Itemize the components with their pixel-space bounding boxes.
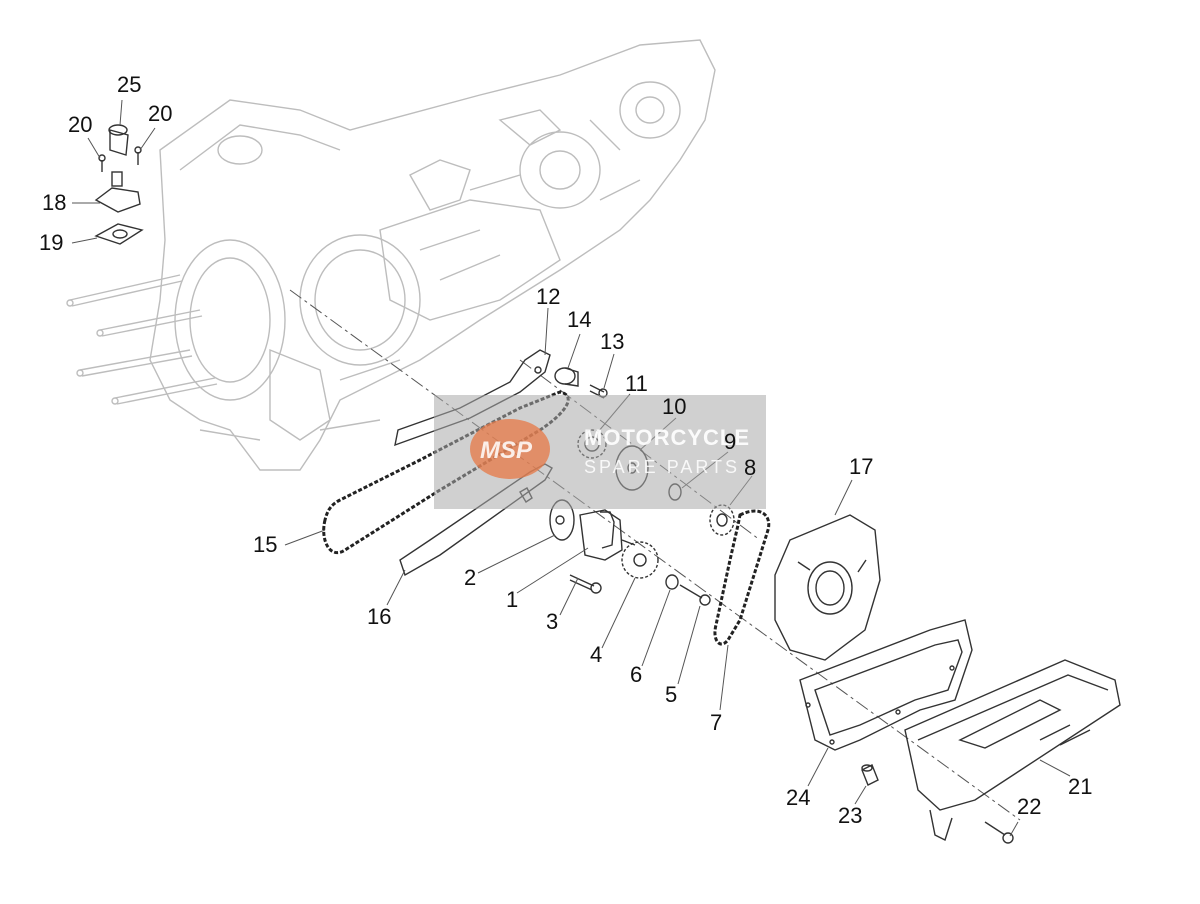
watermark-logo bbox=[470, 419, 550, 479]
watermark-title: MOTORCYCLE bbox=[584, 425, 751, 450]
part-label-5: 5 bbox=[665, 682, 678, 707]
part-label-6: 6 bbox=[630, 662, 643, 687]
assembly-axis-lines bbox=[289, 289, 1021, 821]
part-label-21: 21 bbox=[1068, 774, 1093, 799]
watermark-logo-text: MSP bbox=[480, 437, 533, 464]
part-label-24: 24 bbox=[786, 785, 811, 810]
part-label-25: 25 bbox=[117, 72, 142, 97]
watermark-subtitle: SPARE PARTS bbox=[584, 457, 741, 477]
part-label-1: 1 bbox=[506, 587, 519, 612]
part-label-20-left: 20 bbox=[68, 112, 93, 137]
part-label-23: 23 bbox=[838, 803, 863, 828]
crankshaft-sprocket bbox=[709, 504, 735, 536]
part-label-22: 22 bbox=[1017, 794, 1042, 819]
part-label-8: 8 bbox=[744, 455, 757, 480]
part-label-3: 3 bbox=[546, 609, 559, 634]
oil-sump bbox=[904, 659, 1121, 841]
oil-pump-chain bbox=[713, 509, 771, 646]
part-label-18: 18 bbox=[42, 190, 67, 215]
part-label-14: 14 bbox=[567, 307, 592, 332]
part-label-20-right: 20 bbox=[148, 101, 173, 126]
part-label-15: 15 bbox=[253, 532, 278, 557]
oil-pump bbox=[549, 499, 636, 561]
part-label-11: 11 bbox=[625, 371, 648, 396]
watermark: MSP MOTORCYCLE SPARE PARTS bbox=[434, 395, 766, 509]
part-label-7: 7 bbox=[710, 710, 723, 735]
part-label-19: 19 bbox=[39, 230, 64, 255]
oil-sump-gasket bbox=[799, 619, 973, 751]
pulley-cover bbox=[774, 514, 881, 661]
part-label-4: 4 bbox=[590, 642, 603, 667]
pump-sprocket bbox=[621, 541, 659, 579]
part-label-12: 12 bbox=[536, 284, 561, 309]
part-label-10: 10 bbox=[662, 394, 687, 419]
part-label-13: 13 bbox=[600, 329, 625, 354]
chain-tensioner-assembly bbox=[94, 124, 144, 245]
part-label-16: 16 bbox=[367, 604, 392, 629]
part-label-9: 9 bbox=[724, 429, 737, 454]
part-label-17: 17 bbox=[849, 454, 874, 479]
pump-bolts bbox=[569, 574, 711, 606]
crankcase-outline bbox=[66, 39, 716, 471]
drain-plug-and-screw bbox=[861, 764, 1014, 844]
part-label-2: 2 bbox=[464, 565, 477, 590]
